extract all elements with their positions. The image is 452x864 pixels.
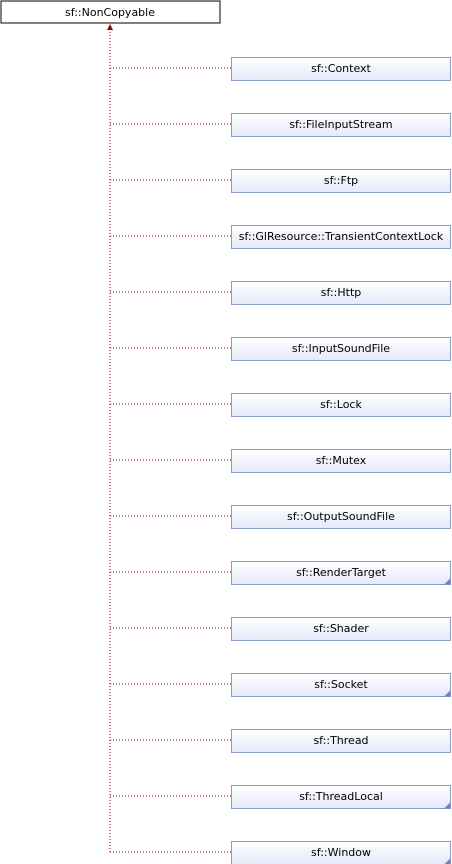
derived-class-label: sf::OutputSoundFile — [287, 510, 395, 523]
root-class-label: sf::NonCopyable — [65, 6, 155, 19]
derived-class-box — [231, 729, 451, 753]
derived-class-label: sf::Ftp — [324, 174, 358, 187]
derived-class-node[interactable]: sf::InputSoundFile — [231, 337, 451, 361]
derived-class-node[interactable]: sf::Window — [231, 841, 451, 864]
derived-class-box — [231, 225, 451, 249]
derived-class-label: sf::ThreadLocal — [299, 790, 383, 803]
more-subclasses-icon — [444, 858, 450, 864]
derived-class-box — [231, 673, 451, 697]
derived-class-box — [231, 841, 451, 864]
inheritance-arrow-head — [107, 24, 113, 30]
derived-class-label: sf::Mutex — [316, 454, 367, 467]
more-subclasses-icon — [444, 578, 450, 585]
derived-class-box — [231, 113, 451, 137]
inheritance-edges — [107, 24, 231, 853]
more-subclasses-icon — [444, 802, 450, 809]
derived-class-node[interactable]: sf::GlResource::TransientContextLock — [231, 225, 451, 249]
root-class-node[interactable]: sf::NonCopyable — [0, 0, 221, 24]
derived-class-node[interactable]: sf::ThreadLocal — [231, 785, 451, 809]
derived-class-node[interactable]: sf::Socket — [231, 673, 451, 697]
derived-class-node[interactable]: sf::Shader — [231, 617, 451, 641]
derived-class-node[interactable]: sf::FileInputStream — [231, 113, 451, 137]
derived-class-label: sf::Context — [311, 62, 371, 75]
more-subclasses-icon — [444, 690, 450, 697]
derived-class-label: sf::Socket — [314, 678, 368, 691]
derived-class-box — [231, 393, 451, 417]
derived-class-box — [231, 561, 451, 585]
root-class-box — [0, 0, 221, 24]
derived-class-label: sf::Lock — [320, 398, 362, 411]
derived-class-label: sf::InputSoundFile — [292, 342, 390, 355]
derived-class-node[interactable]: sf::Lock — [231, 393, 451, 417]
derived-class-box — [231, 505, 451, 529]
derived-class-box — [231, 785, 451, 809]
derived-class-label: sf::Thread — [313, 734, 368, 747]
derived-class-node[interactable]: sf::Thread — [231, 729, 451, 753]
derived-class-label: sf::Shader — [313, 622, 369, 635]
derived-class-label: sf::Http — [321, 286, 362, 299]
derived-class-label: sf::RenderTarget — [296, 566, 387, 579]
derived-class-node[interactable]: sf::OutputSoundFile — [231, 505, 451, 529]
derived-class-node[interactable]: sf::Ftp — [231, 169, 451, 193]
derived-class-box — [231, 57, 451, 81]
derived-class-box — [231, 169, 451, 193]
derived-class-node[interactable]: sf::RenderTarget — [231, 561, 451, 585]
derived-class-label: sf::FileInputStream — [289, 118, 392, 131]
derived-class-nodes: sf::Contextsf::FileInputStreamsf::Ftpsf:… — [231, 57, 451, 864]
derived-class-box — [231, 617, 451, 641]
derived-class-box — [231, 281, 451, 305]
derived-class-node[interactable]: sf::Mutex — [231, 449, 451, 473]
derived-class-label: sf::GlResource::TransientContextLock — [239, 230, 444, 243]
derived-class-label: sf::Window — [311, 846, 371, 859]
derived-class-node[interactable]: sf::Http — [231, 281, 451, 305]
derived-class-box — [231, 449, 451, 473]
derived-class-node[interactable]: sf::Context — [231, 57, 451, 81]
derived-class-box — [231, 337, 451, 361]
